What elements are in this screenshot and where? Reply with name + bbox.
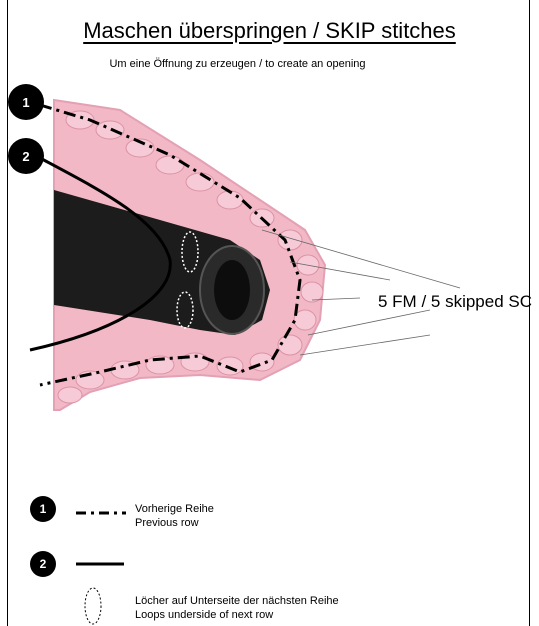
marker-1-badge: 1	[8, 84, 44, 120]
page-subtitle: Um eine Öffnung zu erzeugen / to create …	[0, 58, 475, 70]
legend-badge-2: 2	[30, 551, 56, 577]
crochet-illustration	[0, 80, 539, 420]
legend-badge-1: 1	[30, 496, 56, 522]
legend-text-1: Vorherige Reihe Previous row	[135, 502, 214, 530]
legend-text-3: Löcher auf Unterseite der nächsten Reihe…	[135, 594, 339, 622]
legend-text-1-en: Previous row	[135, 516, 214, 530]
page-title: Maschen überspringen / SKIP stitches	[0, 18, 539, 44]
callout-label: 5 FM / 5 skipped SC	[378, 292, 532, 312]
marker-2-badge: 2	[8, 138, 44, 174]
legend-text-3-de: Löcher auf Unterseite der nächsten Reihe	[135, 594, 339, 608]
legend-text-3-en: Loops underside of next row	[135, 608, 339, 622]
legend-text-1-de: Vorherige Reihe	[135, 502, 214, 516]
legend-dashdot-line-icon	[76, 508, 126, 518]
legend-solid-line-icon	[76, 559, 126, 569]
legend-dotted-oval-icon	[78, 586, 108, 626]
